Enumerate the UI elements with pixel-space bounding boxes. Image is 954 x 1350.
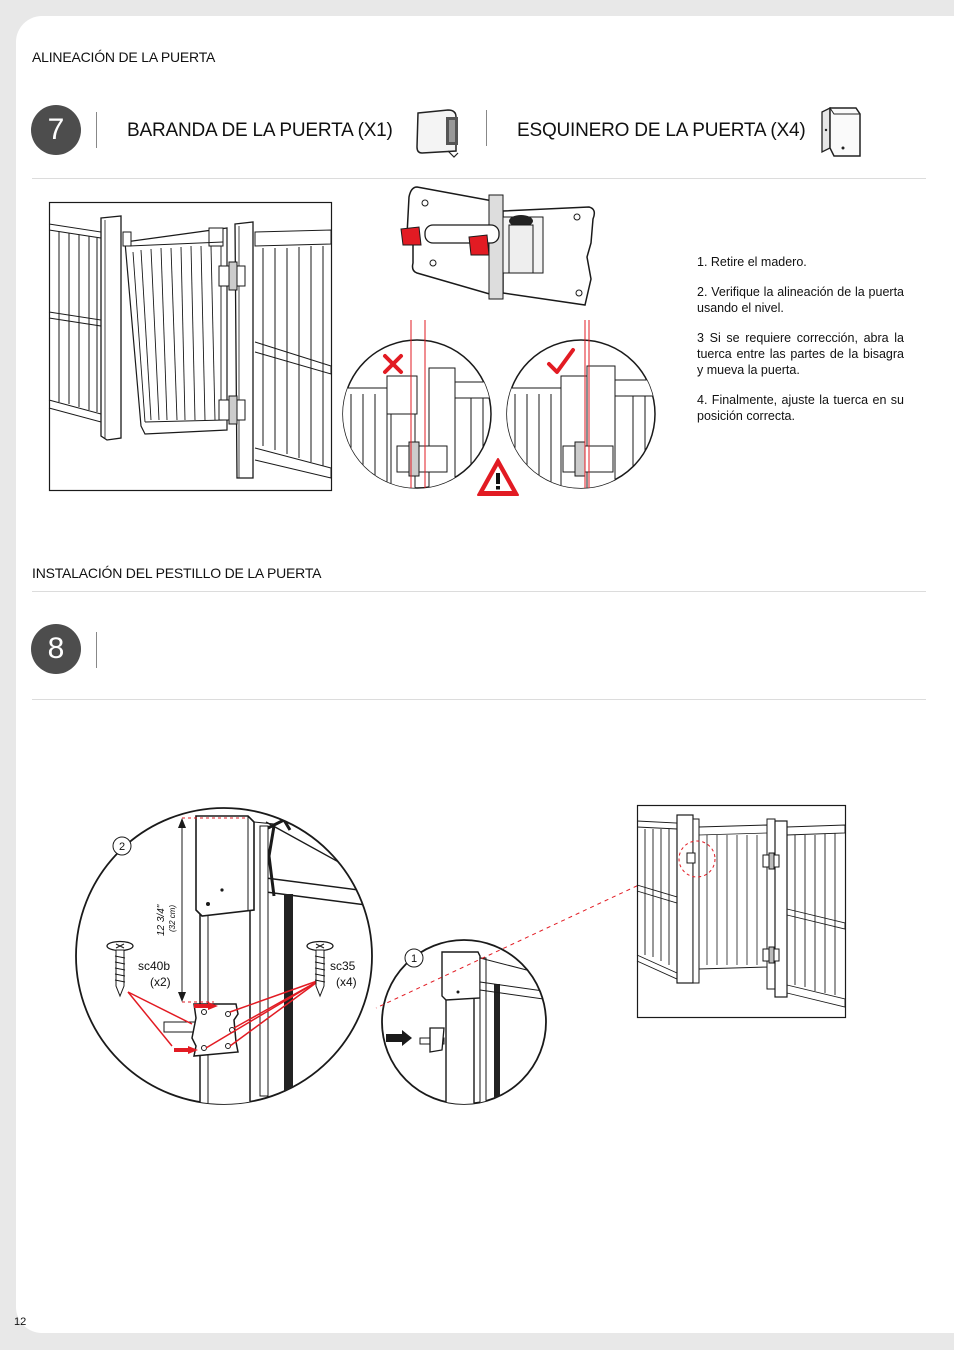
- gate-corner-icon: [821, 106, 861, 157]
- step-number-7: 7: [31, 105, 81, 155]
- section-rule: [32, 591, 926, 592]
- section-title-alignment: ALINEACIÓN DE LA PUERTA: [32, 49, 216, 65]
- step-badge-1: 1: [411, 953, 417, 965]
- incorrect-alignment-detail: [342, 320, 492, 489]
- divider: [96, 632, 97, 668]
- instruction-4: 4. Finalmente, ajuste la tuerca en su po…: [697, 393, 904, 423]
- gate-rail-icon: [416, 109, 459, 158]
- divider: [486, 110, 487, 146]
- step-badge-2: 2: [119, 841, 125, 853]
- screw-sc35-qty: (x4): [336, 975, 357, 989]
- part-label-gate-corner: ESQUINERO DE LA PUERTA (X4): [517, 120, 806, 141]
- instruction-1: 1. Retire el madero.: [697, 255, 807, 269]
- screw-sc40b-icon: [106, 940, 134, 998]
- measure-label: 12 3/4": [156, 904, 167, 936]
- page-number: 12: [14, 1316, 27, 1328]
- detail-connector: [375, 861, 689, 1009]
- check-icon: [547, 348, 575, 374]
- section-rule: [32, 178, 926, 179]
- screw-sc35-icon: [306, 940, 334, 998]
- section-rule: [32, 699, 926, 700]
- instruction-3: 3 Si se requiere corrección, abra la tue…: [697, 331, 904, 377]
- screw-sc35-label: sc35: [330, 959, 356, 973]
- screw-sc40b-label: sc40b: [138, 959, 170, 973]
- hinge-detail-illustration: [400, 186, 596, 306]
- part-label-gate-rail: BARANDA DE LA PUERTA (X1): [127, 120, 393, 141]
- step-number-8: 8: [31, 624, 81, 674]
- latch-detail-step-2: 2 12 3/4" (32 cm) sc40b (x2) sc35 (x4): [75, 807, 373, 1105]
- warning-icon: [477, 458, 519, 496]
- divider: [96, 112, 97, 148]
- correct-alignment-detail: [506, 320, 656, 489]
- measure-cm-label: (32 cm): [168, 905, 177, 932]
- section-title-latch: INSTALACIÓN DEL PESTILLO DE LA PUERTA: [32, 565, 322, 581]
- cross-icon: [383, 354, 403, 374]
- gate-alignment-illustration: [48, 201, 333, 492]
- screw-sc40b-qty: (x2): [150, 975, 171, 989]
- gate-overview-illustration: [636, 804, 847, 1019]
- instruction-2: 2. Verifique la alineación de la puerta …: [697, 285, 904, 315]
- instruction-list: 1. Retire el madero. 2. Verifique la ali…: [697, 254, 904, 438]
